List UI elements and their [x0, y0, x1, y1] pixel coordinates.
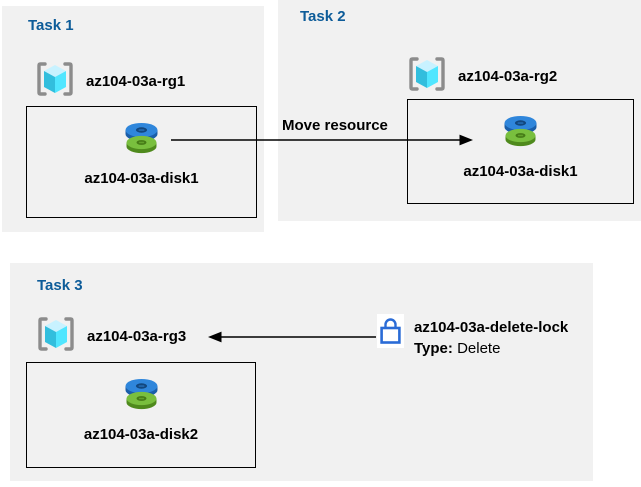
lock-type-value: Delete: [457, 340, 501, 357]
task2-title: Task 2: [300, 8, 346, 25]
task2-panel: Task 2 az104-03a-rg2: [278, 0, 641, 221]
resource-group-icon: [36, 316, 76, 357]
task1-title: Task 1: [28, 17, 74, 34]
lock-type-label: Type:: [414, 340, 453, 357]
resource-group-rg1: az104-03a-rg1: [35, 61, 185, 102]
lock-name: az104-03a-delete-lock: [414, 319, 569, 336]
resource-box-rg2: az104-03a-disk1: [407, 99, 634, 204]
task1-panel: Task 1 az104-03a-rg1: [2, 6, 264, 232]
disk-label: az104-03a-disk1: [463, 163, 578, 180]
disk-label: az104-03a-disk1: [84, 170, 199, 187]
resource-group-label: az104-03a-rg3: [87, 328, 187, 345]
delete-lock-annotation: az104-03a-delete-lock Type: Delete: [377, 314, 568, 359]
disk-icon: [123, 121, 160, 160]
lock-type: Type: Delete: [414, 338, 568, 359]
disk-label: az104-03a-disk2: [83, 426, 199, 443]
disk-icon: [502, 114, 539, 153]
disk-icon: [123, 377, 160, 416]
move-resource-label: Move resource: [282, 117, 388, 134]
lock-icon: [377, 314, 404, 348]
task3-title: Task 3: [37, 277, 83, 294]
resource-group-icon: [407, 56, 447, 97]
resource-group-rg3: az104-03a-rg3: [36, 316, 186, 357]
resource-box-rg3: az104-03a-disk2: [26, 362, 256, 468]
resource-group-label: az104-03a-rg1: [86, 73, 186, 90]
resource-group-rg2: az104-03a-rg2: [407, 56, 557, 97]
resource-group-icon: [35, 61, 75, 102]
lock-text: az104-03a-delete-lock Type: Delete: [414, 314, 568, 359]
resource-group-label: az104-03a-rg2: [458, 68, 558, 85]
task3-panel: Task 3 az104-03a-rg3: [10, 263, 593, 481]
resource-box-rg1: az104-03a-disk1: [26, 106, 257, 218]
